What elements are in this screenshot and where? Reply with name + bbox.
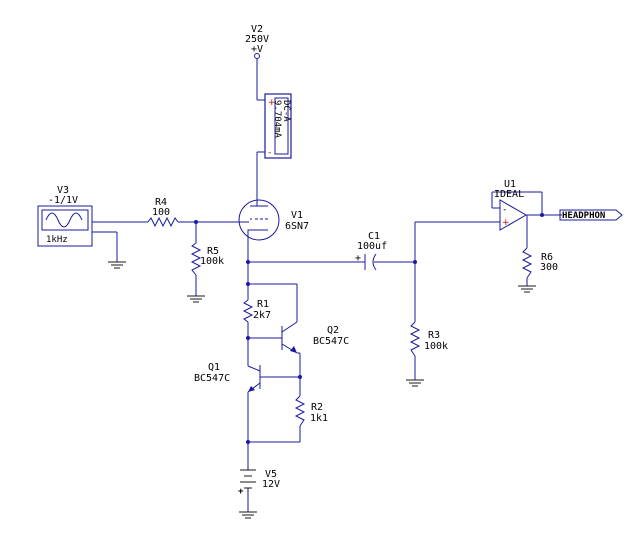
r2-ref: R2 [311, 402, 323, 413]
ammeter-reading: 9.704mA [272, 100, 282, 139]
u1-ref: U1 [504, 179, 516, 190]
r4-value: 100 [152, 207, 170, 218]
ammeter-plus: + [268, 98, 276, 108]
r1-ref: R1 [257, 299, 269, 310]
r3-value: 100k [424, 341, 448, 352]
q1-transistor[interactable]: Q1 BC547C [194, 362, 261, 393]
headphone-output-connector[interactable]: HEADPHON [559, 209, 623, 221]
wires [92, 59, 562, 512]
v2-ref: V2 [251, 24, 263, 35]
r5-value: 100k [200, 256, 224, 267]
u1-minus: - [502, 205, 507, 215]
u1-value: IDEAL [494, 189, 524, 200]
u1-opamp[interactable]: - + U1 IDEAL [494, 179, 528, 231]
r6-value: 300 [540, 262, 558, 273]
q1-value: BC547C [194, 373, 230, 384]
r6-resistor[interactable]: R6 300 [521, 247, 558, 279]
u1-plus: + [502, 218, 510, 228]
v3-value: -1/1V [48, 195, 78, 206]
ground-icon [108, 261, 126, 269]
ammeter-mode: DC-A [281, 100, 291, 122]
r3-resistor[interactable]: R3 100k [409, 321, 448, 357]
v3-signal-source[interactable]: V3 -1/1V 1kHz [37, 185, 93, 247]
r4-ref: R4 [155, 197, 167, 208]
q2-transistor[interactable]: Q2 BC547C [281, 321, 349, 354]
ground-icon [239, 511, 257, 519]
r2-resistor[interactable]: R2 1k1 [294, 395, 328, 427]
r3-ref: R3 [428, 330, 440, 341]
c1-capacitor[interactable]: + C1 100uf [355, 231, 387, 271]
v5-ref: V5 [265, 469, 277, 480]
r1-resistor[interactable]: R1 2k7 [242, 299, 271, 323]
r2-value: 1k1 [310, 413, 328, 424]
v2-pin-label: +V [251, 44, 263, 55]
r5-ref: R5 [207, 246, 219, 257]
q2-ref: Q2 [327, 325, 339, 336]
ammeter-minus: - [268, 148, 271, 158]
r4-resistor[interactable]: R4 100 [147, 197, 179, 228]
ground-icon [406, 379, 424, 387]
c1-plus: + [355, 253, 361, 264]
r6-ref: R6 [541, 252, 553, 263]
v1-value: 6SN7 [285, 221, 309, 232]
v3-ref: V3 [57, 185, 69, 196]
v1-vacuum-tube[interactable]: V1 6SN7 [238, 199, 309, 241]
q2-value: BC547C [313, 336, 349, 347]
q1-ref: Q1 [208, 362, 220, 373]
v5-value: 12V [262, 479, 280, 490]
c1-value: 100uf [357, 241, 387, 252]
v2-supply[interactable]: V2 250V +V [245, 24, 269, 59]
v3-frequency: 1kHz [46, 235, 68, 245]
v1-ref: V1 [291, 210, 303, 221]
dc-ammeter[interactable]: + - DC-A 9.704mA [264, 93, 292, 159]
junction-dots [194, 213, 544, 444]
r1-value: 2k7 [253, 310, 271, 321]
c1-ref: C1 [368, 231, 380, 242]
ground-icon [518, 285, 536, 293]
output-label: HEADPHON [562, 211, 605, 221]
ground-icon [187, 295, 205, 303]
ground-symbols [108, 261, 536, 519]
v2-value: 250V [245, 34, 269, 45]
v5-battery[interactable]: + V5 12V [238, 468, 280, 497]
v5-plus: + [238, 487, 244, 497]
r5-resistor[interactable]: R5 100k [190, 242, 224, 276]
